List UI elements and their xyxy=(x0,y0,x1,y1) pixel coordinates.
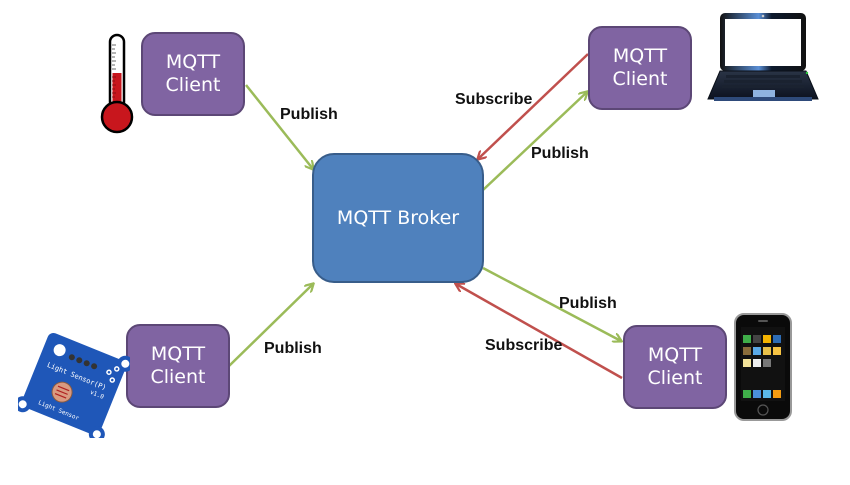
client-label-line2: Client xyxy=(165,74,221,96)
edge-label-publish: Publish xyxy=(264,340,322,357)
smartphone-icon xyxy=(734,313,792,421)
client-label-line1: MQTT xyxy=(150,343,206,366)
arrow-publish-sensor-to-broker xyxy=(228,284,313,367)
thermometer-icon xyxy=(100,33,134,134)
edge-label-publish: Publish xyxy=(559,295,617,312)
edge-label-subscribe: Subscribe xyxy=(485,337,563,354)
client-label-line1: MQTT xyxy=(647,344,703,367)
client-label-line2: Client xyxy=(647,367,703,389)
laptop-client-node: MQTT Client xyxy=(588,26,692,110)
light-sensor-client-node: MQTT Client xyxy=(126,324,230,408)
edge-label-publish: Publish xyxy=(280,106,338,123)
arrow-publish-thermometer-to-broker xyxy=(245,84,313,169)
broker-label: MQTT Broker xyxy=(336,206,460,229)
client-label-line1: MQTT xyxy=(165,51,221,74)
arrow-subscribe-laptop-to-broker xyxy=(478,53,589,159)
mqtt-broker-node: MQTT Broker xyxy=(312,153,484,283)
thermometer-client-node: MQTT Client xyxy=(141,32,245,116)
client-label-line1: MQTT xyxy=(612,45,668,68)
phone-client-node: MQTT Client xyxy=(623,325,727,409)
arrow-subscribe-phone-to-broker xyxy=(456,284,623,380)
client-label-line2: Client xyxy=(150,366,206,388)
light-sensor-icon: Light Sensor(P) v1.0 Light Sensor xyxy=(18,332,130,438)
laptop-icon xyxy=(707,13,819,101)
arrow-publish-broker-to-laptop xyxy=(482,92,587,191)
edge-label-publish: Publish xyxy=(531,145,589,162)
client-label-line2: Client xyxy=(612,68,668,90)
edge-label-subscribe: Subscribe xyxy=(455,91,533,108)
arrow-publish-broker-to-phone xyxy=(482,266,621,341)
